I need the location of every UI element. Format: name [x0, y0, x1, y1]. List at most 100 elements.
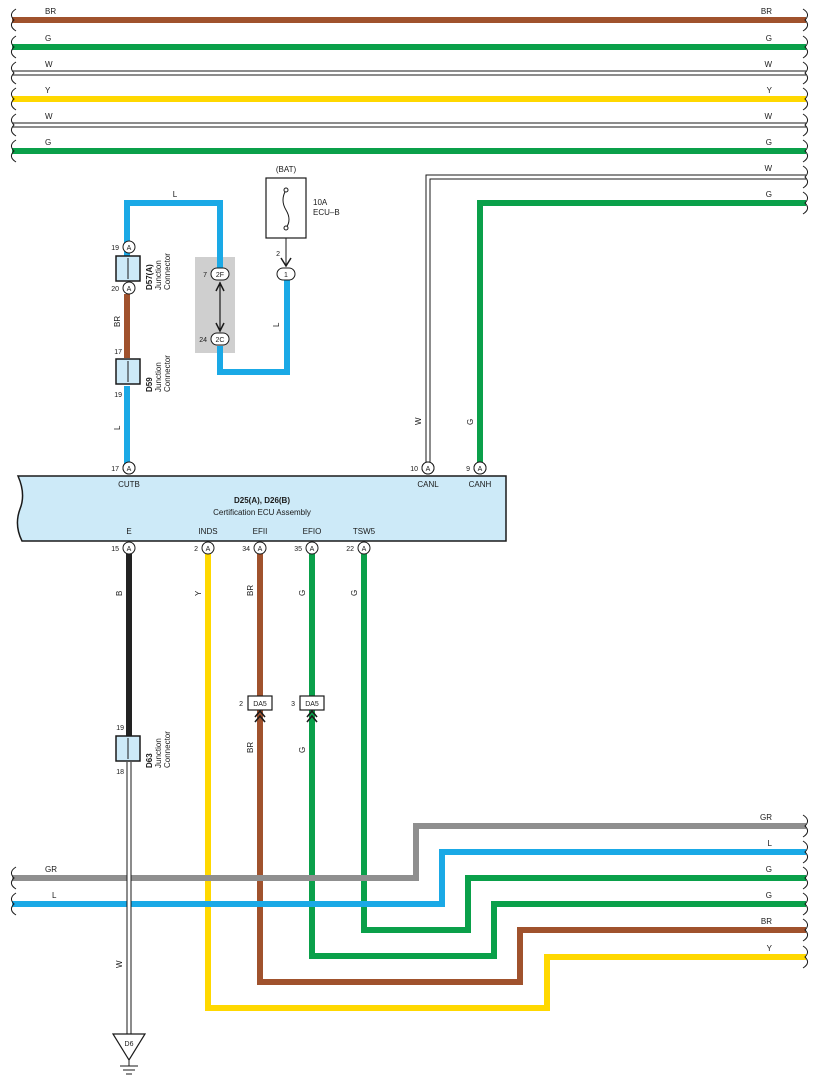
shaded-pin-bottom-num: 24: [199, 337, 207, 344]
upper-l-wire: [124, 200, 223, 268]
tsw5-wire-label: G: [350, 590, 359, 596]
canh-wire-label: G: [466, 419, 475, 425]
ecu-top-pin-1-name: CANL: [417, 480, 439, 489]
ecu-bottom-pin-3-circle: [305, 541, 319, 555]
efii-wire-label-lower: BR: [246, 742, 255, 753]
top-bus-4-break-left: [10, 113, 17, 137]
d57-pin-top-num: 19: [111, 245, 119, 252]
ecu-bottom-pin-2-circle: [253, 541, 267, 555]
da5-1-pin: 3: [291, 701, 295, 708]
l-through-wire: [12, 849, 806, 907]
canh-wire-break: [802, 191, 809, 215]
ecu-subtitle: Certification ECU Assembly: [213, 508, 311, 517]
gr-left-break: [10, 866, 17, 890]
d57-pin-top-circle: [122, 240, 136, 254]
ecu-bottom-pin-1: A: [206, 546, 211, 553]
da5-0-pin: 2: [239, 701, 243, 708]
shaded-pin-bottom: 2C: [216, 337, 225, 344]
fuse-name: ECU–B: [313, 208, 340, 217]
top-bus-1-break-right: [802, 35, 809, 59]
ecu-top-pin-0-name: CUTB: [118, 480, 140, 489]
fuse-terminal-top: [283, 187, 289, 193]
canh-wire: [477, 200, 806, 468]
bottom-right-5-label: Y: [767, 944, 773, 953]
top-bus-3-label-left: Y: [45, 86, 51, 95]
bottom-right-1-break: [802, 840, 809, 864]
top-bus-1-label-left: G: [45, 34, 51, 43]
shaded-pin-bottom-oval: [210, 332, 230, 346]
upper-l-wire-label: L: [173, 190, 178, 199]
d63-desc-line2: Connector: [163, 731, 172, 768]
ecu-bottom-pin-3-name: EFIO: [303, 527, 322, 536]
top-bus-2-break-right: [802, 61, 809, 85]
d57-pin-bottom-num: 20: [111, 286, 119, 293]
ecu-top-pin-1-num: 10: [410, 466, 418, 473]
d59-pin-bottom: 19: [114, 392, 122, 399]
top-bus-3-label-right: Y: [767, 86, 773, 95]
ecu-bottom-pin-1-name: INDS: [198, 527, 217, 536]
ecu-bottom-pin-1-circle: [201, 541, 215, 555]
d63-pin-top: 19: [116, 725, 124, 732]
top-bus-1-break-left: [10, 35, 17, 59]
top-bus-3-break-left: [10, 87, 17, 111]
fuse-connector-chevron: [280, 257, 292, 268]
ecu-bottom-pin-3-num: 35: [294, 546, 302, 553]
ecu-top-pin-1-cap-circle: [421, 461, 435, 475]
efio-wire-label-lower: G: [298, 747, 307, 753]
top-bus-4-label-left: W: [45, 112, 53, 121]
bottom-right-4-label: BR: [761, 917, 772, 926]
efio-wire-label: G: [298, 590, 307, 596]
ecu-top-pin-0-cap: A: [127, 466, 132, 473]
shaded-link-chevron-bottom: [215, 322, 225, 333]
canh-incoming-label: G: [766, 190, 772, 199]
d57-pin-top: A: [127, 245, 132, 252]
bottom-right-0-label: GR: [760, 813, 772, 822]
top-bus-5-label-left: G: [45, 138, 51, 147]
ecu-top-pin-1-cap: A: [426, 466, 431, 473]
ecu-title: D25(A), D26(B): [234, 496, 290, 505]
top-bus-2-label-right: W: [764, 60, 772, 69]
inds-wire: [205, 554, 806, 1011]
ecu-bottom-pin-3: A: [310, 546, 315, 553]
top-bus-0-break-left: [10, 8, 17, 32]
fuse-terminal-bottom: [283, 225, 289, 231]
ecu-top-pin-2-cap-circle: [473, 461, 487, 475]
ecu-bottom-pin-0: A: [127, 546, 132, 553]
ecu-bottom-pin-0-circle: [122, 541, 136, 555]
fuse-supply: (BAT): [276, 165, 297, 174]
ecu-top-pin-2-cap: A: [478, 466, 483, 473]
bottom-right-3-label: G: [766, 891, 772, 900]
ecu-block: [16, 475, 507, 542]
efii-wire-label: BR: [246, 585, 255, 596]
ground-triangle: [111, 1033, 147, 1062]
l-left-break: [10, 892, 17, 916]
ecu-bottom-pin-0-num: 15: [111, 546, 119, 553]
ecu-bottom-pin-2-name: EFII: [253, 527, 268, 536]
top-bus-0-label-left: BR: [45, 7, 56, 16]
fuse-pin-bottom: 1: [284, 272, 288, 279]
d59-desc: Junction: [154, 362, 163, 392]
e-wire-label: B: [115, 591, 124, 596]
d63-desc: Junction: [154, 738, 163, 768]
top-bus-5-label-right: G: [766, 138, 772, 147]
da5-0-chevron-a: [254, 709, 266, 718]
ecu-bottom-pin-2: A: [258, 546, 263, 553]
d57-pin-bottom-circle: [122, 281, 136, 295]
gr-left-label: GR: [45, 865, 57, 874]
ecu-top-pin-0-num: 17: [111, 466, 119, 473]
shaded-pin-top: 2F: [216, 272, 224, 279]
top-bus-4-break-right: [802, 113, 809, 137]
d63-pin-bottom: 18: [116, 769, 124, 776]
fuse-rating: 10A: [313, 198, 328, 207]
fuse-pin-top: 2: [276, 251, 280, 258]
ecu-bottom-pin-4-name: TSW5: [353, 527, 376, 536]
canl-incoming-label: W: [764, 164, 772, 173]
d59-name: D59: [145, 377, 154, 392]
l-left-label: L: [52, 891, 57, 900]
d63-name: D63: [145, 753, 154, 768]
efio-wire: [309, 554, 806, 959]
inds-wire-label: Y: [194, 590, 203, 596]
bottom-right-0-break: [802, 814, 809, 838]
